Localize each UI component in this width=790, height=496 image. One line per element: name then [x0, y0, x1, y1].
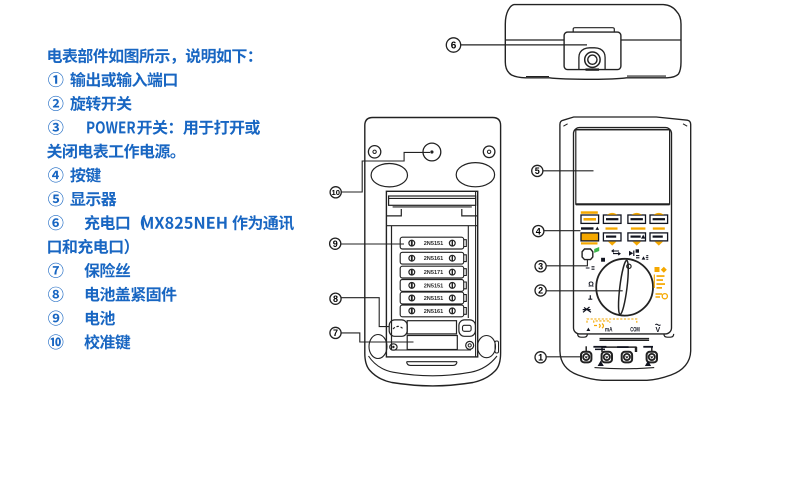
svg-text:mA: mA — [605, 327, 613, 333]
svg-text:2N5151: 2N5151 — [424, 283, 444, 289]
svg-text:V: V — [655, 327, 660, 334]
svg-text:2N5151: 2N5151 — [424, 241, 444, 247]
svg-text:1: 1 — [538, 353, 543, 363]
svg-text:7: 7 — [333, 328, 338, 338]
svg-text:8: 8 — [333, 294, 338, 304]
svg-text:4: 4 — [536, 226, 541, 236]
svg-text:2: 2 — [538, 286, 543, 296]
svg-text:5: 5 — [535, 166, 540, 176]
svg-text:3: 3 — [538, 262, 543, 272]
svg-text:2N5161: 2N5161 — [424, 256, 444, 262]
svg-text:Ω: Ω — [588, 281, 594, 288]
svg-text:6: 6 — [451, 41, 457, 52]
svg-text:COM: COM — [630, 327, 640, 333]
svg-text:2N5171: 2N5171 — [424, 270, 444, 276]
svg-text:10: 10 — [331, 188, 339, 197]
svg-text:9: 9 — [333, 239, 338, 249]
svg-text:2N5151: 2N5151 — [424, 296, 444, 302]
svg-text:2N5161: 2N5161 — [424, 309, 444, 315]
